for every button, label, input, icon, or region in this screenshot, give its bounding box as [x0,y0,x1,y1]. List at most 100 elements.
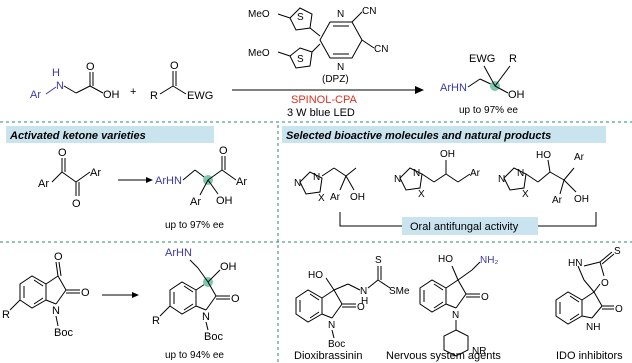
diketone-o2: O [72,198,81,210]
plus-sign: + [130,86,136,98]
ido-o2: O [615,304,623,315]
dpz-s2: S [297,54,304,65]
ketone-o-label: O [170,60,179,72]
prod2-o: O [231,293,240,305]
dpz-n1: N [337,9,344,20]
nervous-agent: HO NH₂ O N NR Nervous system agents [386,254,501,362]
prod2-oh: OH [220,261,237,273]
isatin: O O N Boc R [2,251,90,339]
mol3-ar1: Ar [574,152,585,163]
diox-n: N [360,286,367,297]
prod-oh-label: OH [508,89,525,101]
mol3-n2: N [517,168,524,179]
ido-hn: HN [568,258,582,269]
antifungal-molecule-1: N N X Ar OH [294,167,365,204]
product-2: ArHN OH O N Boc R up to 94% ee [152,247,240,361]
mol2-n1: N [394,174,401,185]
product-1: ArHN O Ar Ar OH up to 97% ee [155,145,247,231]
mol3-oh: OH [574,194,589,205]
catalyst-label: SPINOL-CPA [291,94,357,106]
antifungal-molecule-3: N N X HO Ar Ar OH [498,150,589,206]
amine-oh-label: OH [103,89,120,101]
mol1-ar: Ar [330,192,341,203]
ketone-r-label: R [150,90,158,102]
right-panel-title: Selected bioactive molecules and natural… [286,130,551,142]
diox-label: Dioxibrassinin [294,350,362,362]
diox-o: O [357,302,365,313]
ido-label: IDO inhibitors [556,350,623,362]
glycine-reagent: Ar N H O OH [30,61,120,101]
diketone-o1: O [58,147,67,159]
mol2-x: X [418,189,425,200]
nervous-o: O [481,292,489,303]
prod-ewg-label: EWG [469,53,495,65]
dpz-label: (DPZ) [322,74,349,85]
isatin-o1: O [54,251,63,263]
isatin-r: R [2,309,10,321]
prod1-o: O [219,145,228,157]
amine-h-label: H [52,67,60,79]
diox-h: H [361,296,368,307]
dpz-structure: N N CN CN S MeO S MeO (DPZ) [248,6,388,85]
prod2-arhn: ArHN [165,247,192,259]
antifungal-label-bg [402,217,538,235]
top-product: EWG R ArHN OH up to 97% ee [440,53,525,116]
ido-nh: NH [586,322,600,333]
amine-ar-label: Ar [30,89,41,101]
mol3-ar2: Ar [552,195,563,206]
mol1-oh: OH [350,192,365,203]
left-panel-title-bg [6,126,214,143]
prod-r-label: R [509,53,517,65]
prod1-arhn: ArHN [155,175,182,187]
nervous-nr: NR [472,346,486,357]
ido-inhibitor: O NH HN S O IDO inhibitors [555,246,623,362]
amine-o-label: O [86,61,95,73]
ido-s: S [614,246,621,257]
nervous-ho: HO [438,254,453,265]
dioxibrassinin: HO N H S SMe O N Boc Dioxibrassinin [294,255,410,362]
mol3-x: X [522,189,529,200]
ido-o1: O [601,278,609,289]
mol3-n1: N [498,174,505,185]
isatin-n: N [52,305,60,317]
ketone-reagent: R O EWG [150,60,213,102]
mol2-oh-top: OH [440,149,455,160]
dpz-cn1: CN [362,6,376,17]
isatin-boc: Boc [54,327,73,339]
mol1-n2: N [313,172,320,183]
diox-n-ring: N [328,320,335,331]
mol1-x: X [318,193,325,204]
diketone-ar2: Ar [90,167,101,179]
left-ee-1: up to 97% ee [165,220,224,231]
nervous-nh2: NH₂ [480,255,498,266]
prod2-boc: Boc [204,331,223,343]
diox-s: S [375,255,382,266]
amine-n-label: N [56,80,64,92]
mol2-n2: N [413,168,420,179]
dpz-n2: N [337,62,344,73]
mol3-ho: HO [536,150,551,161]
prod1-oh: OH [216,195,233,207]
top-ee: up to 97% ee [459,105,518,116]
left-ee-2: up to 94% ee [165,350,224,361]
ketone-ewg-label: EWG [187,90,213,102]
diox-ho: HO [308,270,323,281]
diketone: Ar O O Ar [38,147,101,210]
prod2-n: N [202,311,210,323]
antifungal-label: Oral antifungal activity [410,221,519,233]
nervous-n: N [452,310,459,321]
diox-boc: Boc [328,339,345,350]
mol1-n1: N [294,178,301,189]
prod2-r: R [152,315,160,327]
diketone-ar1: Ar [38,178,49,190]
light-label: 3 W blue LED [287,107,355,119]
prod1-ar: Ar [190,196,201,208]
mol2-ar: Ar [470,168,481,179]
antifungal-molecule-2: N N X OH Ar [394,149,481,200]
dpz-meo1: MeO [248,9,270,20]
prod1-ar2: Ar [236,176,247,188]
isatin-o2: O [81,287,90,299]
prod-arhn-label: ArHN [440,82,467,94]
dpz-meo2: MeO [248,48,270,59]
